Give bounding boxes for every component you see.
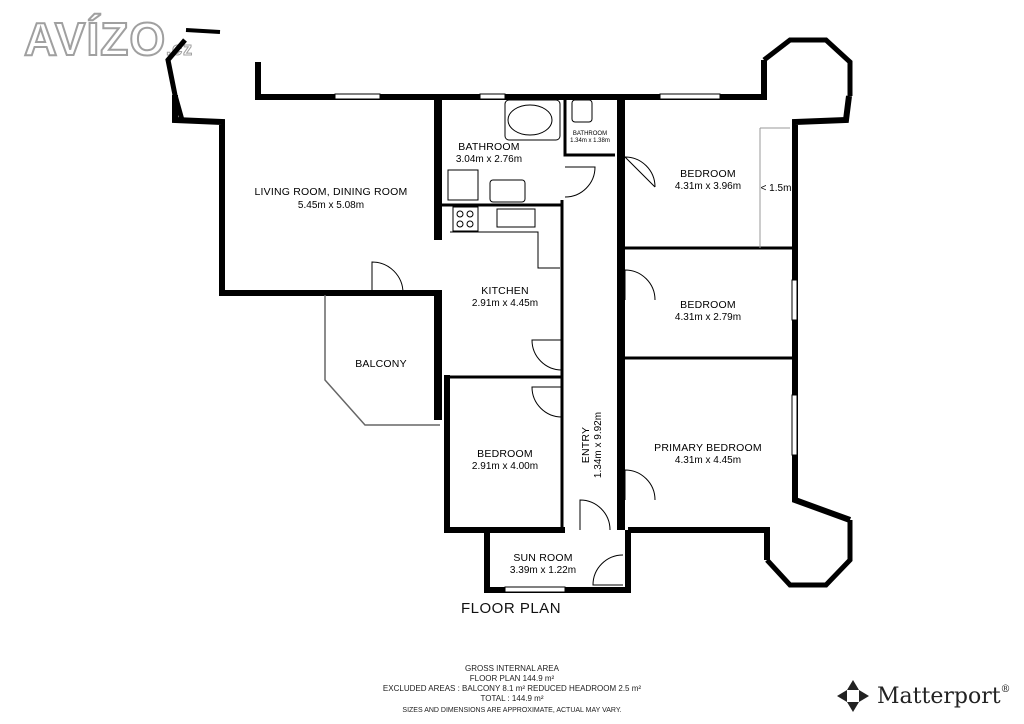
kitchen-counter	[450, 231, 560, 269]
stove	[452, 206, 479, 232]
matterport-brand: Matterport®	[835, 676, 1011, 716]
door-bed2	[624, 269, 656, 301]
wall-south-east	[628, 527, 770, 560]
footer-area-line-2: FLOOR PLAN 144.9 m²	[469, 674, 555, 683]
footer-area-line-4: TOTAL : 144.9 m²	[480, 694, 544, 703]
door-primary	[624, 469, 656, 501]
matterport-logo-icon	[837, 680, 869, 712]
toilet	[489, 179, 526, 203]
wall-north	[255, 60, 767, 100]
wall-north-west	[172, 95, 438, 296]
living-room-dims: 5.45m x 5.08m	[298, 200, 364, 211]
door-entry	[579, 499, 611, 531]
primary-bedroom-dims: 4.31m x 4.45m	[675, 455, 741, 466]
bedroom-ne-dims: 4.31m x 3.96m	[675, 181, 741, 192]
footer-area-line-1: GROSS INTERNAL AREA	[465, 664, 559, 673]
small-bathroom-dims: 1.34m x 1.38m	[570, 138, 610, 144]
plan-title: FLOOR PLAN	[461, 600, 562, 617]
door-bath	[564, 166, 596, 198]
bedroom-ne-name: BEDROOM	[680, 168, 736, 180]
bedroom-e-dims: 4.31m x 2.79m	[675, 312, 741, 323]
avizo-logo: AVÍZO.cz	[23, 13, 193, 72]
wall-small-bath	[563, 97, 615, 157]
matterport-trademark: ®	[1000, 684, 1011, 695]
bay-window-ne	[762, 37, 853, 96]
bedroom-s-name: BEDROOM	[477, 448, 533, 460]
small-bathroom-name: BATHROOM	[573, 131, 607, 137]
kitchen-dims: 2.91m x 4.45m	[472, 298, 538, 309]
balcony-name: BALCONY	[355, 358, 407, 370]
door-living	[371, 261, 404, 294]
bathroom-name: BATHROOM	[458, 141, 520, 153]
bedroom-e-name: BEDROOM	[680, 299, 736, 311]
wall-bedroom-left	[444, 375, 565, 533]
bathroom-dims: 3.04m x 2.76m	[456, 154, 522, 165]
shower	[447, 169, 479, 201]
matterport-name: Matterport	[877, 683, 1001, 709]
entry-name: ENTRY	[580, 427, 592, 463]
door-kitchen	[531, 339, 563, 371]
bedroom-s-dims: 2.91m x 4.00m	[472, 461, 538, 472]
primary-bedroom-name: PRIMARY BEDROOM	[654, 442, 762, 454]
bathtub	[504, 99, 561, 141]
door-sunroom	[592, 554, 624, 586]
bay-window-nw	[165, 38, 187, 121]
kitchen-name: KITCHEN	[481, 285, 529, 297]
footer-disclaimer: SIZES AND DIMENSIONS ARE APPROXIMATE, AC…	[402, 707, 622, 714]
balcony-outline	[324, 295, 440, 426]
footer-area-line-3: EXCLUDED AREAS : BALCONY 8.1 m² REDUCED …	[382, 684, 642, 693]
sunroom-dims: 3.39m x 1.22m	[510, 565, 576, 576]
door-bedroom-s	[531, 386, 563, 418]
entry-dims: 1.34m x 9.92m	[593, 412, 604, 478]
door-bed1	[624, 156, 656, 188]
wall-north-east	[792, 95, 852, 523]
bay-window-se	[765, 520, 853, 588]
living-room-name: LIVING ROOM, DINING ROOM	[255, 186, 408, 198]
sunroom-name: SUN ROOM	[513, 552, 572, 564]
logo-text: AVÍZO	[23, 13, 167, 65]
kitchen-sink	[496, 208, 536, 228]
sink-small	[571, 99, 593, 123]
headroom-mark: < 1.5m	[761, 183, 792, 194]
